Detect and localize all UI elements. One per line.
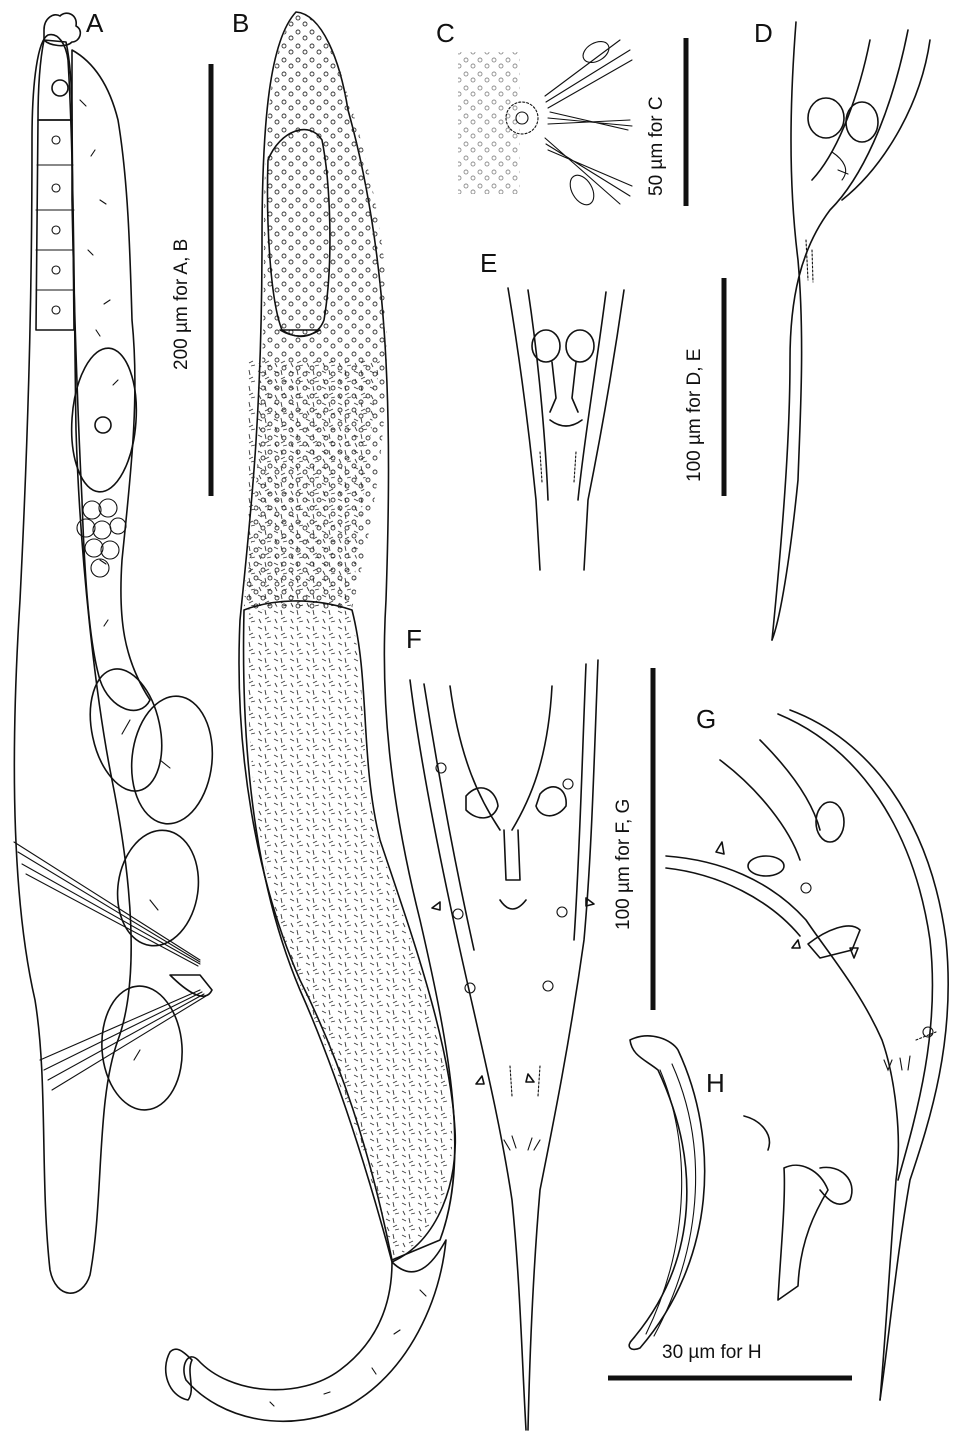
scale-label-c: 50 µm for C — [646, 96, 667, 196]
panel-c-drawing — [458, 39, 633, 206]
scale-label-ab: 200 µm for A, B — [171, 239, 192, 370]
scale-label-fg: 100 µm for F, G — [613, 799, 634, 930]
panel-label-a: A — [86, 8, 104, 38]
scale-label-de: 100 µm for D, E — [684, 349, 705, 482]
scale-label-h: 30 µm for H — [662, 1342, 762, 1363]
panel-g-drawing — [665, 709, 949, 1401]
panel-label-e: E — [480, 248, 497, 278]
panel-label-c: C — [436, 18, 455, 48]
panel-label-d: D — [754, 18, 773, 48]
panel-label-b: B — [232, 8, 249, 38]
panel-label-f: F — [406, 624, 422, 654]
panel-a-drawing — [13, 12, 214, 1294]
panel-f-drawing — [409, 659, 599, 1431]
panel-e-drawing — [507, 287, 625, 571]
panel-h-drawing — [628, 1035, 853, 1351]
panel-label-h: H — [706, 1068, 725, 1098]
panel-d-drawing — [771, 21, 931, 641]
panel-label-g: G — [696, 704, 716, 734]
panel-b-drawing — [164, 11, 457, 1423]
